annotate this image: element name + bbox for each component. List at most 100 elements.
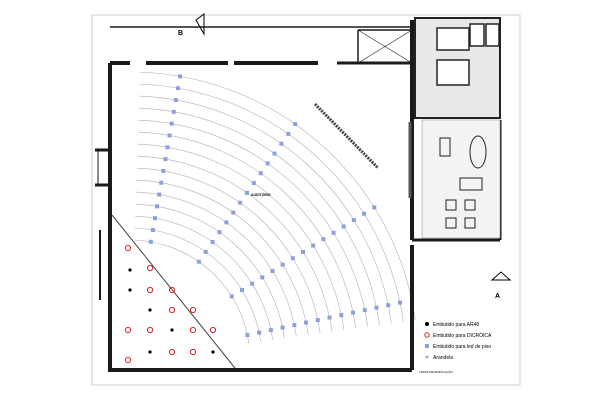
legend: Embutido para AR48 Embutido para DICRÓIC… bbox=[424, 322, 492, 361]
led-marker bbox=[280, 262, 285, 267]
led-marker bbox=[304, 320, 309, 325]
led-marker bbox=[331, 230, 336, 235]
stage-edge bbox=[111, 214, 236, 369]
seat-row bbox=[140, 71, 416, 320]
seating-rows bbox=[134, 71, 416, 344]
led-marker bbox=[239, 288, 244, 293]
dicroica-light bbox=[146, 326, 154, 334]
dicroica-light bbox=[209, 326, 217, 334]
dicroica-light bbox=[124, 244, 132, 252]
led-marker bbox=[238, 200, 243, 205]
dicroica-light bbox=[189, 306, 197, 314]
stage-lights bbox=[124, 244, 217, 364]
led-marker bbox=[203, 249, 208, 254]
ar48-light bbox=[148, 308, 152, 312]
led-marker bbox=[210, 240, 215, 245]
ar48-icon bbox=[425, 322, 429, 326]
legend-item: Arandela bbox=[433, 355, 453, 361]
room-label: AUDITÓRIO bbox=[251, 192, 271, 197]
dicroica-light bbox=[189, 348, 197, 356]
led-marker bbox=[217, 230, 222, 235]
led-marker bbox=[148, 239, 153, 244]
legend-item: Embutido para led de piso bbox=[433, 344, 491, 350]
section-mark-a: A bbox=[495, 293, 500, 300]
led-marker bbox=[268, 328, 273, 333]
seat-row bbox=[138, 119, 369, 327]
seat-row bbox=[134, 227, 262, 342]
led-marker bbox=[224, 220, 229, 225]
led-marker bbox=[258, 171, 263, 176]
led-marker bbox=[231, 210, 236, 215]
led-marker bbox=[374, 305, 379, 310]
seat-row bbox=[137, 155, 333, 332]
arandela-icon bbox=[425, 356, 429, 359]
led-marker bbox=[315, 318, 320, 323]
dicroica-light bbox=[146, 264, 154, 272]
led-marker bbox=[279, 141, 284, 146]
led-marker bbox=[159, 180, 164, 185]
led-marker bbox=[165, 145, 170, 150]
led-marker bbox=[386, 303, 391, 308]
led-marker bbox=[270, 268, 275, 273]
seat-row bbox=[135, 203, 285, 339]
seat-row bbox=[137, 143, 345, 330]
ar48-light bbox=[211, 350, 215, 354]
led-marker bbox=[290, 256, 295, 261]
ar48-light bbox=[148, 350, 152, 354]
seat-row bbox=[135, 215, 273, 341]
led-marker bbox=[173, 98, 178, 103]
led-marker bbox=[157, 192, 162, 197]
led-marker bbox=[250, 281, 255, 286]
led-marker bbox=[301, 249, 306, 254]
dicroica-light bbox=[168, 348, 176, 356]
ar48-light bbox=[128, 268, 132, 272]
led-marker bbox=[311, 243, 316, 248]
led-marker bbox=[293, 122, 298, 127]
led-marker bbox=[155, 204, 160, 209]
dicroica-light bbox=[168, 306, 176, 314]
led-marker bbox=[178, 74, 183, 79]
section-mark-b: B bbox=[178, 30, 183, 37]
lounge-furniture bbox=[408, 119, 501, 239]
led-marker bbox=[292, 323, 297, 328]
led-marker bbox=[153, 216, 158, 221]
led-marker bbox=[286, 131, 291, 136]
led-marker bbox=[229, 294, 234, 299]
led-marker bbox=[169, 121, 174, 126]
ar48-light bbox=[170, 328, 174, 332]
led-marker bbox=[257, 330, 262, 335]
led-icon bbox=[425, 344, 429, 348]
ramp bbox=[313, 102, 380, 170]
dicroica-icon bbox=[424, 332, 430, 338]
seat-row bbox=[135, 191, 297, 337]
led-marker bbox=[362, 211, 367, 216]
legend-item: Embutido para DICRÓICA bbox=[433, 332, 492, 339]
led-marker bbox=[251, 181, 256, 186]
led-marker bbox=[341, 224, 346, 229]
floor-led-markers bbox=[148, 74, 402, 338]
led-marker bbox=[351, 310, 356, 315]
section-mark-a-icon bbox=[490, 271, 512, 281]
seat-row bbox=[138, 107, 380, 325]
ar48-light bbox=[128, 288, 132, 292]
led-marker bbox=[171, 109, 176, 114]
seat-row bbox=[136, 179, 309, 335]
led-marker bbox=[265, 161, 270, 166]
dicroica-light bbox=[189, 326, 197, 334]
dicroica-light bbox=[124, 326, 132, 334]
led-marker bbox=[327, 315, 332, 320]
section-mark-b-icon bbox=[195, 13, 205, 36]
seat-row bbox=[139, 95, 392, 324]
led-marker bbox=[150, 228, 155, 233]
led-marker bbox=[272, 151, 277, 156]
sheet-frame bbox=[91, 14, 521, 386]
seat-row bbox=[137, 131, 357, 329]
seat-row bbox=[134, 239, 250, 344]
seat-row bbox=[139, 83, 404, 322]
dicroica-light bbox=[146, 286, 154, 294]
led-marker bbox=[372, 205, 377, 210]
led-marker bbox=[362, 308, 367, 313]
led-marker bbox=[167, 133, 172, 138]
legend-item: Embutido para AR48 bbox=[433, 322, 479, 328]
led-marker bbox=[175, 86, 180, 91]
